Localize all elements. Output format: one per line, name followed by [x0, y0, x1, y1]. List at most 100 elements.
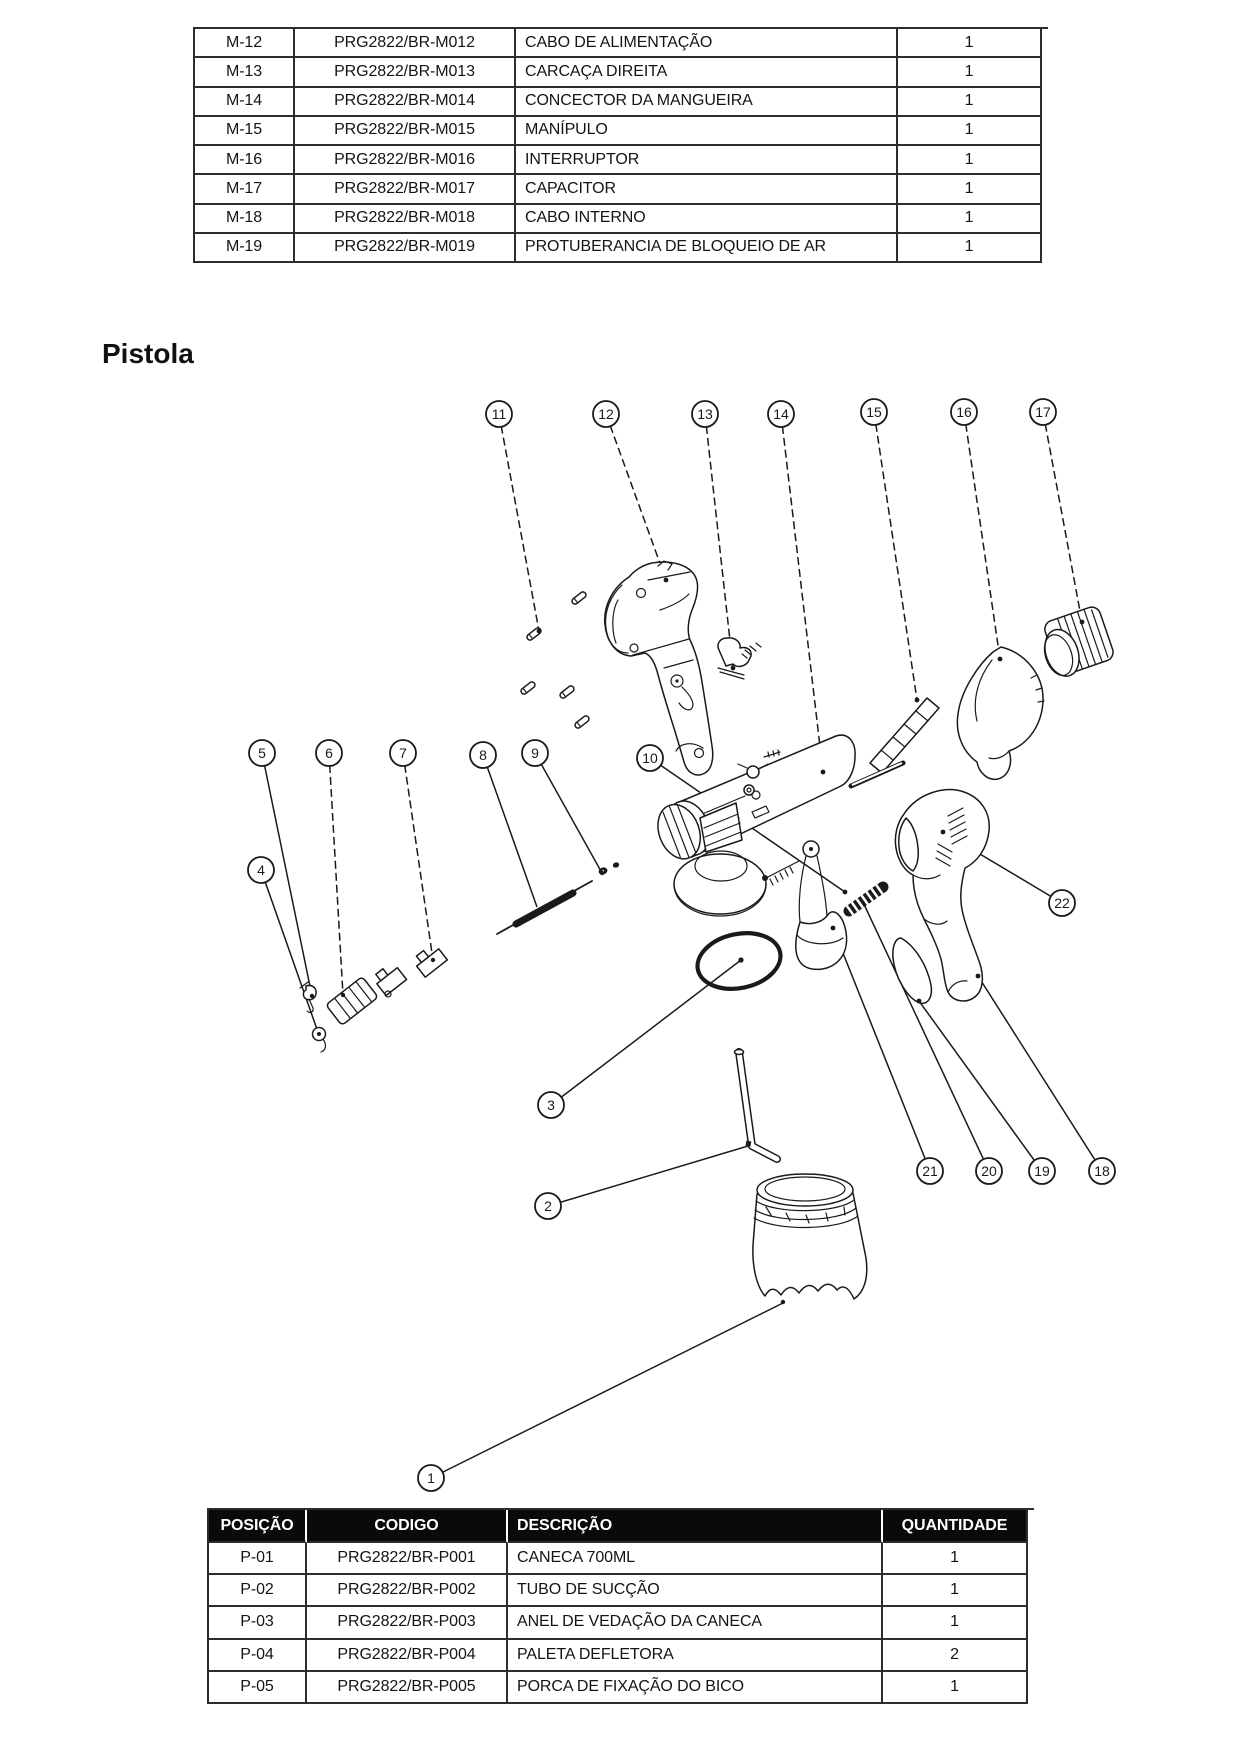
exploded-view-diagram: 1 2 3 4 5 6 7 8 9 10 11 12 13 14 15 16 1…	[150, 380, 1150, 1510]
spring-drawing	[843, 881, 889, 917]
cell-code: PRG2822/BR-M015	[295, 116, 516, 146]
table-row: M-14 PRG2822/BR-M014 CONCECTOR DA MANGUE…	[195, 87, 1048, 117]
table-row: M-12 PRG2822/BR-M012 CABO DE ALIMENTAÇÃO…	[195, 29, 1048, 59]
callout-5: 5	[248, 739, 276, 767]
table-row: P-02 PRG2822/BR-P002 TUBO DE SUCÇÃO 1	[209, 1575, 1034, 1608]
table-header-row: POSIÇÃO CODIGO DESCRIÇÃO QUANTIDADE	[209, 1510, 1034, 1543]
cell-qty: 1	[898, 204, 1042, 234]
svg-text:11: 11	[492, 406, 507, 422]
svg-text:10: 10	[642, 750, 658, 766]
callout-16: 16	[950, 398, 978, 426]
cell-desc: INTERRUPTOR	[516, 146, 898, 176]
cell-code: PRG2822/BR-P002	[307, 1575, 508, 1608]
cell-code: PRG2822/BR-P001	[307, 1543, 508, 1576]
cell-desc: PORCA DE FIXAÇÃO DO BICO	[508, 1671, 883, 1704]
cell-desc: CARCAÇA DIREITA	[516, 58, 898, 88]
svg-text:12: 12	[598, 406, 614, 422]
leader-lines	[260, 411, 1103, 1479]
cell-pos: P-03	[209, 1607, 307, 1640]
cell-qty: 1	[898, 29, 1042, 59]
cell-pos: M-15	[195, 116, 295, 146]
cell-pos: M-17	[195, 175, 295, 205]
svg-text:1: 1	[427, 1470, 435, 1486]
cell-qty: 1	[883, 1671, 1028, 1704]
cell-pos: P-01	[209, 1543, 307, 1576]
fluid-needle-drawing	[496, 880, 593, 935]
gun-body-left-half-drawing	[604, 560, 714, 776]
cell-qty: 1	[898, 233, 1042, 263]
callout-19: 19	[1028, 1157, 1056, 1185]
header-codigo: CODIGO	[307, 1510, 508, 1543]
svg-text:2: 2	[544, 1198, 552, 1214]
table-row: P-05 PRG2822/BR-P005 PORCA DE FIXAÇÃO DO…	[209, 1671, 1034, 1704]
svg-text:8: 8	[479, 747, 487, 763]
cell-code: PRG2822/BR-M018	[295, 204, 516, 234]
callout-9: 9	[521, 739, 549, 767]
svg-text:3: 3	[547, 1097, 555, 1113]
svg-text:17: 17	[1035, 404, 1051, 420]
cell-pos: M-16	[195, 146, 295, 176]
cell-code: PRG2822/BR-P003	[307, 1607, 508, 1640]
callout-13: 13	[691, 400, 719, 428]
cell-desc: CANECA 700ML	[508, 1543, 883, 1576]
knurled-cap-drawing	[1043, 606, 1114, 677]
striped-block-drawing	[848, 697, 940, 789]
ribbed-block-drawing	[326, 977, 378, 1025]
header-posicao: POSIÇÃO	[209, 1510, 307, 1543]
cell-pos: M-12	[195, 29, 295, 59]
callout-20: 20	[975, 1157, 1003, 1185]
cell-desc: ANEL DE VEDAÇÃO DA CANECA	[508, 1607, 883, 1640]
deflector-cover-drawing	[956, 646, 1045, 781]
callout-8: 8	[469, 741, 497, 769]
cell-pos: P-04	[209, 1639, 307, 1672]
trigger-blade-drawing	[892, 937, 933, 1005]
latch-part-drawing	[299, 981, 317, 1014]
callout-15: 15	[860, 398, 888, 426]
callout-7: 7	[389, 739, 417, 767]
svg-text:6: 6	[325, 745, 333, 761]
svg-text:14: 14	[773, 406, 789, 422]
svg-text:9: 9	[531, 745, 539, 761]
cell-desc: CONCECTOR DA MANGUEIRA	[516, 87, 898, 117]
table-row: M-18 PRG2822/BR-M018 CABO INTERNO 1	[195, 204, 1048, 234]
cell-qty: 1	[883, 1543, 1028, 1576]
screws-drawing	[520, 591, 590, 729]
svg-text:19: 19	[1034, 1163, 1050, 1179]
callout-2: 2	[534, 1192, 562, 1220]
header-descricao: DESCRIÇÃO	[508, 1510, 883, 1543]
callout-10: 10	[636, 744, 664, 772]
cell-pos: M-13	[195, 58, 295, 88]
cell-code: PRG2822/BR-M012	[295, 29, 516, 59]
svg-text:13: 13	[697, 406, 713, 422]
table-row: P-04 PRG2822/BR-P004 PALETA DEFLETORA 2	[209, 1639, 1034, 1672]
cell-desc: CABO INTERNO	[516, 204, 898, 234]
cell-code: PRG2822/BR-M014	[295, 87, 516, 117]
cell-qty: 1	[883, 1607, 1028, 1640]
bracket-parts-drawing	[375, 948, 449, 998]
callout-6: 6	[315, 739, 343, 767]
pistol-parts-table: POSIÇÃO CODIGO DESCRIÇÃO QUANTIDADE P-01…	[207, 1508, 1034, 1704]
cell-qty: 1	[898, 146, 1042, 176]
svg-text:18: 18	[1094, 1163, 1110, 1179]
cell-code: PRG2822/BR-M016	[295, 146, 516, 176]
cell-pos: P-02	[209, 1575, 307, 1608]
suction-tube-drawing	[733, 1048, 781, 1163]
cell-code: PRG2822/BR-P004	[307, 1639, 508, 1672]
svg-text:20: 20	[981, 1163, 997, 1179]
svg-text:7: 7	[399, 745, 407, 761]
clip-part-drawing	[311, 1026, 327, 1053]
svg-text:4: 4	[257, 862, 265, 878]
parts-drawings	[299, 560, 1114, 1305]
callout-4: 4	[247, 856, 275, 884]
callout-balloons: 1 2 3 4 5 6 7 8 9 10 11 12 13 14 15 16 1…	[247, 398, 1116, 1492]
seal-ring-drawing	[695, 931, 783, 991]
svg-text:21: 21	[922, 1163, 938, 1179]
table-row: M-13 PRG2822/BR-M013 CARCAÇA DIREITA 1	[195, 58, 1048, 88]
callout-3: 3	[537, 1091, 565, 1119]
cell-pos: P-05	[209, 1671, 307, 1704]
cell-qty: 1	[898, 116, 1042, 146]
leader-endpoint-dots	[309, 577, 1085, 1305]
cell-code: PRG2822/BR-M013	[295, 58, 516, 88]
svg-text:16: 16	[956, 404, 972, 420]
callout-12: 12	[592, 400, 620, 428]
